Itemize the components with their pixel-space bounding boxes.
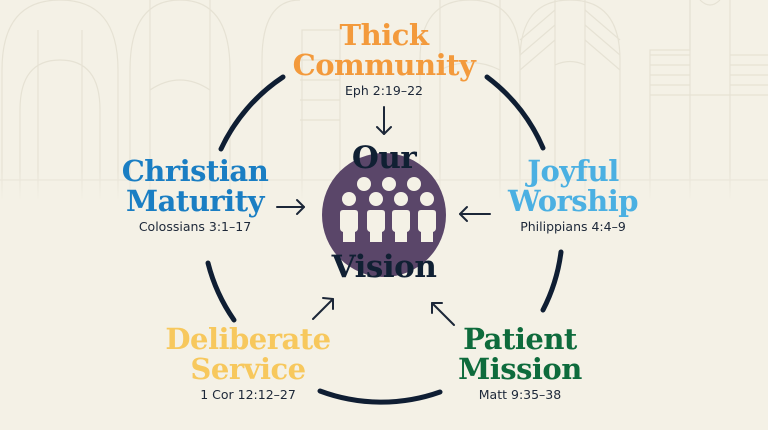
pillar-christian-maturity: Christian Maturity Colossians 3:1–17 (100, 156, 290, 234)
pillar-title: Patient Mission (440, 324, 600, 384)
pillar-title: Deliberate Service (148, 324, 348, 384)
scripture-reference: Eph 2:19–22 (345, 83, 423, 98)
pillar-title-line2: Community (292, 48, 476, 82)
pillar-title-line2: Maturity (126, 184, 264, 218)
pillar-title: Joyful Worship (488, 156, 658, 216)
people-group-icon (340, 177, 436, 242)
art-deco-background-pattern (0, 0, 768, 200)
pillar-patient-mission: Patient Mission Matt 9:35–38 (440, 324, 600, 402)
pillar-deliberate-service: Deliberate Service 1 Cor 12:12–27 (148, 324, 348, 402)
pillar-title: Christian Maturity (100, 156, 290, 216)
pillar-joyful-worship: Joyful Worship Philippians 4:4–9 (488, 156, 658, 234)
pillar-title-line1: Patient (463, 322, 577, 356)
pillar-thick-community: Thick Community Eph 2:19–22 (270, 20, 498, 98)
pillar-title-line1: Joyful (527, 154, 619, 188)
pillar-title-line1: Thick (339, 18, 429, 52)
ring-arc-top-right (484, 74, 546, 151)
ring-arc-top-left (218, 74, 286, 152)
center-label-vision: Vision (331, 249, 437, 285)
pillar-title-line1: Christian (121, 154, 269, 188)
pillar-title: Thick Community (270, 20, 498, 80)
scripture-reference: Colossians 3:1–17 (138, 219, 252, 234)
pillar-title-line2: Mission (458, 352, 582, 386)
ring-arc-right (540, 249, 564, 313)
arrow-right-icon (276, 199, 305, 215)
ring-arc-bottom (317, 388, 443, 405)
scripture-reference: 1 Cor 12:12–27 (200, 387, 296, 402)
arrow-up-left-icon (431, 302, 455, 326)
center-circle (322, 153, 446, 277)
ring-arc-left (205, 260, 237, 323)
arrow-down-icon (376, 106, 392, 135)
scripture-reference: Philippians 4:4–9 (520, 219, 626, 234)
arrow-up-right-icon (312, 297, 334, 320)
center-label-our: Our (351, 140, 417, 176)
pillar-title-line2: Worship (507, 184, 639, 218)
arrow-left-icon (459, 206, 491, 222)
scripture-reference: Matt 9:35–38 (478, 387, 562, 402)
pillar-title-line1: Deliberate (165, 322, 331, 356)
pillar-title-line2: Service (190, 352, 306, 386)
